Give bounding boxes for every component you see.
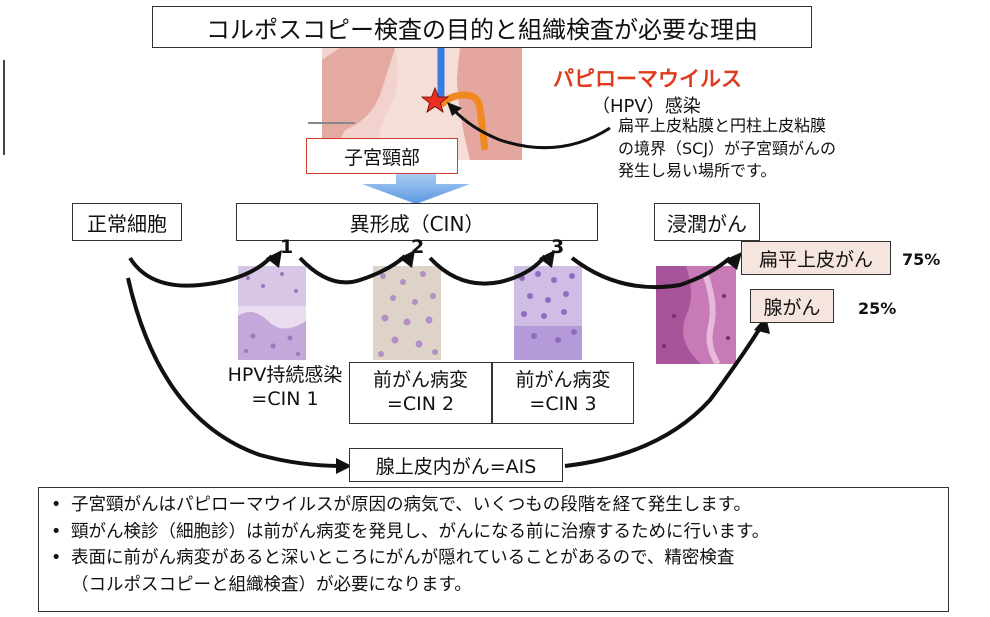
bullet-text-2: 頸がん検診（細胞診）は前がん病変を発見し、がんになる前に治療するために行います。 bbox=[71, 521, 770, 542]
ais-box: 腺上皮内がん=AIS bbox=[349, 448, 563, 482]
adenocarcinoma-box: 腺がん bbox=[750, 289, 834, 323]
cin1-line1: HPV持続感染 bbox=[227, 364, 343, 386]
cin1-micrograph bbox=[238, 266, 306, 360]
scj-note-line3: 発生し易い場所です。 bbox=[618, 161, 777, 181]
cervix-wall-right bbox=[455, 48, 522, 160]
hpv-infection: （HPV）感染 bbox=[592, 96, 701, 117]
adenocarcinoma-percentage: 25% bbox=[858, 299, 897, 318]
dysplasia-box: 異形成（CIN） bbox=[236, 203, 598, 241]
cervix-label: 子宮頸部 bbox=[306, 138, 458, 174]
bullet-marker: • bbox=[51, 495, 62, 515]
cin3-micrograph bbox=[514, 266, 582, 360]
cin2-micrograph bbox=[373, 266, 441, 360]
cin1-line2: =CIN 1 bbox=[251, 387, 319, 410]
cin3-line1: 前がん病変 bbox=[515, 369, 611, 392]
hpv-arrowhead-icon bbox=[447, 102, 462, 116]
cin3-box: 前がん病変 =CIN 3 bbox=[492, 362, 634, 424]
page-title: コルポスコピー検査の目的と組織検査が必要な理由 bbox=[152, 6, 812, 48]
cin2-line1: 前がん病変 bbox=[372, 369, 468, 392]
scj-star-icon bbox=[420, 86, 450, 113]
invasive-cancer-box: 浸潤がん bbox=[654, 203, 760, 241]
cin2-line2: =CIN 2 bbox=[386, 393, 455, 415]
bullet-marker: • bbox=[51, 548, 62, 569]
bullet-marker: • bbox=[51, 521, 62, 542]
bullet-text-3: 表面に前がん病変があると深いところにがんが隠れていることがあるので、精密検査 bbox=[71, 548, 735, 569]
scj-note: 扁平上皮粘膜と円柱上皮粘膜 の境界（SCJ）が子宮頸がんの 発生し易い場所です。 bbox=[618, 115, 836, 183]
normal-cells-box: 正常細胞 bbox=[72, 203, 182, 241]
bullet-item-2: • 頸がん検診（細胞診）は前がん病変を発見し、がんになる前に治療するために行いま… bbox=[49, 519, 938, 546]
hpv-title: パピローマウイルス bbox=[553, 67, 742, 91]
stage-number-2: 2 bbox=[411, 236, 425, 258]
squamous-cancer-box: 扁平上皮がん bbox=[741, 241, 891, 275]
scj-note-line1: 扁平上皮粘膜と円柱上皮粘膜 bbox=[618, 116, 827, 135]
cin2-box: 前がん病変 =CIN 2 bbox=[349, 362, 492, 424]
scj-note-line2: の境界（SCJ）が子宮頸がんの bbox=[618, 138, 837, 158]
squamous-percentage: 75% bbox=[902, 250, 941, 269]
bullet-text-1: 子宮頸がんはパピローマウイルスが原因の病気で、いくつもの段階を経て発生します。 bbox=[71, 495, 752, 515]
cin1-label: HPV持続感染 =CIN 1 bbox=[214, 364, 356, 412]
hpv-arrow bbox=[450, 106, 611, 150]
invasive-micrograph bbox=[656, 266, 736, 364]
stage-number-3: 3 bbox=[551, 236, 565, 258]
explanation-bullets: • 子宮頸がんはパピローマウイルスが原因の病気で、いくつもの段階を経て発生します… bbox=[38, 487, 949, 612]
left-edge-line bbox=[3, 60, 5, 155]
bullet-text-3-continued: （コルポスコピーと組織検査）が必要になります。 bbox=[71, 574, 472, 595]
down-arrow-icon bbox=[362, 174, 470, 204]
bullet-item-3: • 表面に前がん病変があると深いところにがんが隠れていることがあるので、精密検査 bbox=[49, 545, 938, 572]
bullet-item-1: • 子宮頸がんはパピローマウイルスが原因の病気で、いくつもの段階を経て発生します… bbox=[49, 492, 938, 519]
stage-number-1: 1 bbox=[280, 236, 294, 258]
cin3-line2: =CIN 3 bbox=[529, 393, 597, 415]
